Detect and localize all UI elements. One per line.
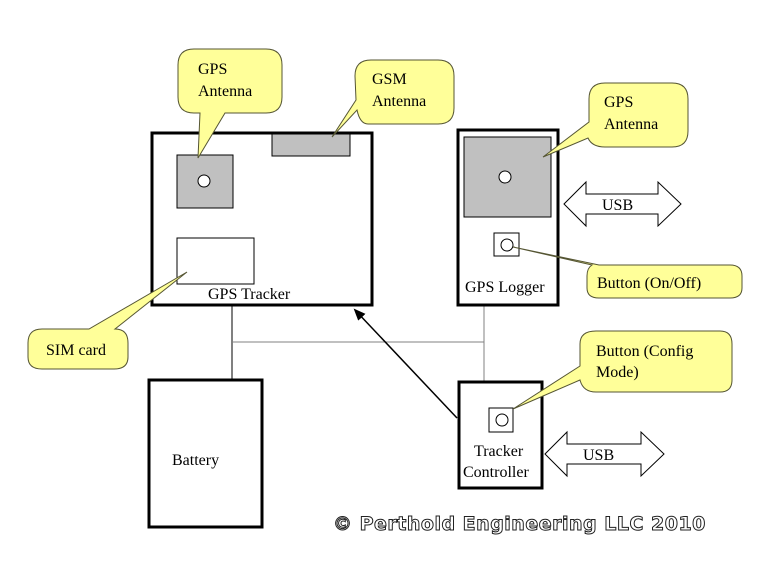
callout-gsm-antenna: GSM Antenna [331, 59, 455, 138]
callout-bubble [27, 271, 188, 370]
callout-text-line2: Antenna [372, 93, 426, 110]
logger-gps-antenna-dot [498, 170, 512, 184]
sim-card-slot [176, 237, 255, 285]
battery-label: Battery [172, 452, 219, 469]
double-arrow-icon [544, 430, 665, 478]
callout-text-line1: Button (Config [596, 343, 693, 360]
callout-text-line1: Button (On/Off) [597, 275, 701, 292]
callout-logger-gps-antenna: GPS Antenna [542, 82, 689, 158]
gsm-antenna [271, 133, 351, 157]
tracker-controller: Tracker Controller [457, 380, 544, 490]
callout-text-line2: Mode) [596, 364, 639, 381]
tracker-gps-antenna-dot [197, 174, 211, 188]
gps-logger: GPS Logger [456, 128, 560, 307]
logger-button [500, 238, 514, 252]
gps-tracker-label: GPS Tracker [208, 286, 291, 303]
controller-to-tracker-arrow [353, 308, 458, 419]
callout-sim-card: SIM card [27, 271, 188, 370]
battery: Battery [147, 378, 264, 529]
usb-label-logger: USB [602, 197, 633, 214]
tracker-controller-label-line2: Controller [463, 464, 529, 481]
callout-bubble [512, 246, 743, 299]
callout-text-line1: GPS [604, 94, 633, 111]
callout-bubble [512, 330, 733, 410]
callout-tracker-gps-antenna: GPS Antenna [177, 48, 283, 159]
callout-text-line2: Antenna [198, 83, 252, 100]
callout-button-on-off: Button (On/Off) [512, 246, 743, 299]
callout-bubble [331, 59, 455, 138]
callout-text-line1: SIM card [46, 342, 106, 359]
double-arrow-icon [563, 180, 682, 228]
gps-logger-label: GPS Logger [465, 279, 545, 296]
callout-text-line1: GPS [198, 61, 227, 78]
gps-tracker: GPS Tracker [150, 131, 374, 307]
callout-bubble [542, 82, 689, 158]
callout-bubble [177, 48, 283, 159]
usb-label-controller: USB [583, 447, 614, 464]
usb-arrow-controller: USB [544, 430, 665, 478]
tracker-controller-label-line1: Tracker [474, 443, 524, 460]
callout-text-line1: GSM [372, 71, 407, 88]
callout-text-line2: Antenna [604, 116, 658, 133]
copyright-notice: © Perthold Engineering LLC 2010 [333, 513, 706, 535]
wiring [231, 306, 485, 382]
config-button [495, 413, 509, 427]
usb-arrow-logger: USB [563, 180, 682, 228]
battery-box [147, 378, 264, 529]
callout-button-config: Button (Config Mode) [512, 330, 733, 410]
